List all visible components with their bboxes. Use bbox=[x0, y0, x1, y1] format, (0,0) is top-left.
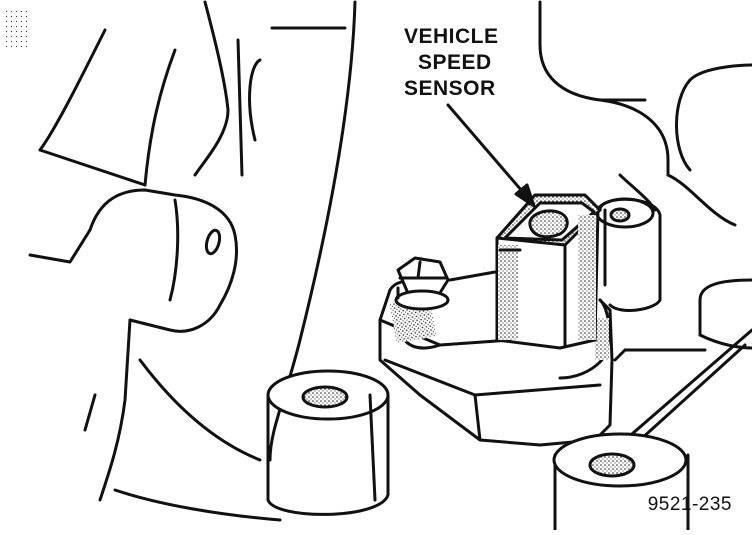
transmission-case-outline bbox=[30, 2, 355, 520]
callout-leader-arrow bbox=[448, 105, 534, 206]
figure-number: 9521-235 bbox=[647, 494, 732, 515]
callout-label-line-2: SPEED bbox=[418, 51, 492, 74]
boss-lower-right bbox=[554, 434, 688, 530]
speckle-mark bbox=[4, 10, 28, 50]
boss-upper-right bbox=[597, 199, 660, 310]
boss-lower-left bbox=[268, 371, 388, 514]
mounting-bolt bbox=[396, 258, 448, 309]
speed-sensor-body bbox=[497, 195, 600, 348]
callout-label-line-1: VEHICLE bbox=[404, 25, 499, 48]
housing-right-outline bbox=[540, 2, 752, 440]
callout-label-line-3: SENSOR bbox=[404, 77, 496, 100]
